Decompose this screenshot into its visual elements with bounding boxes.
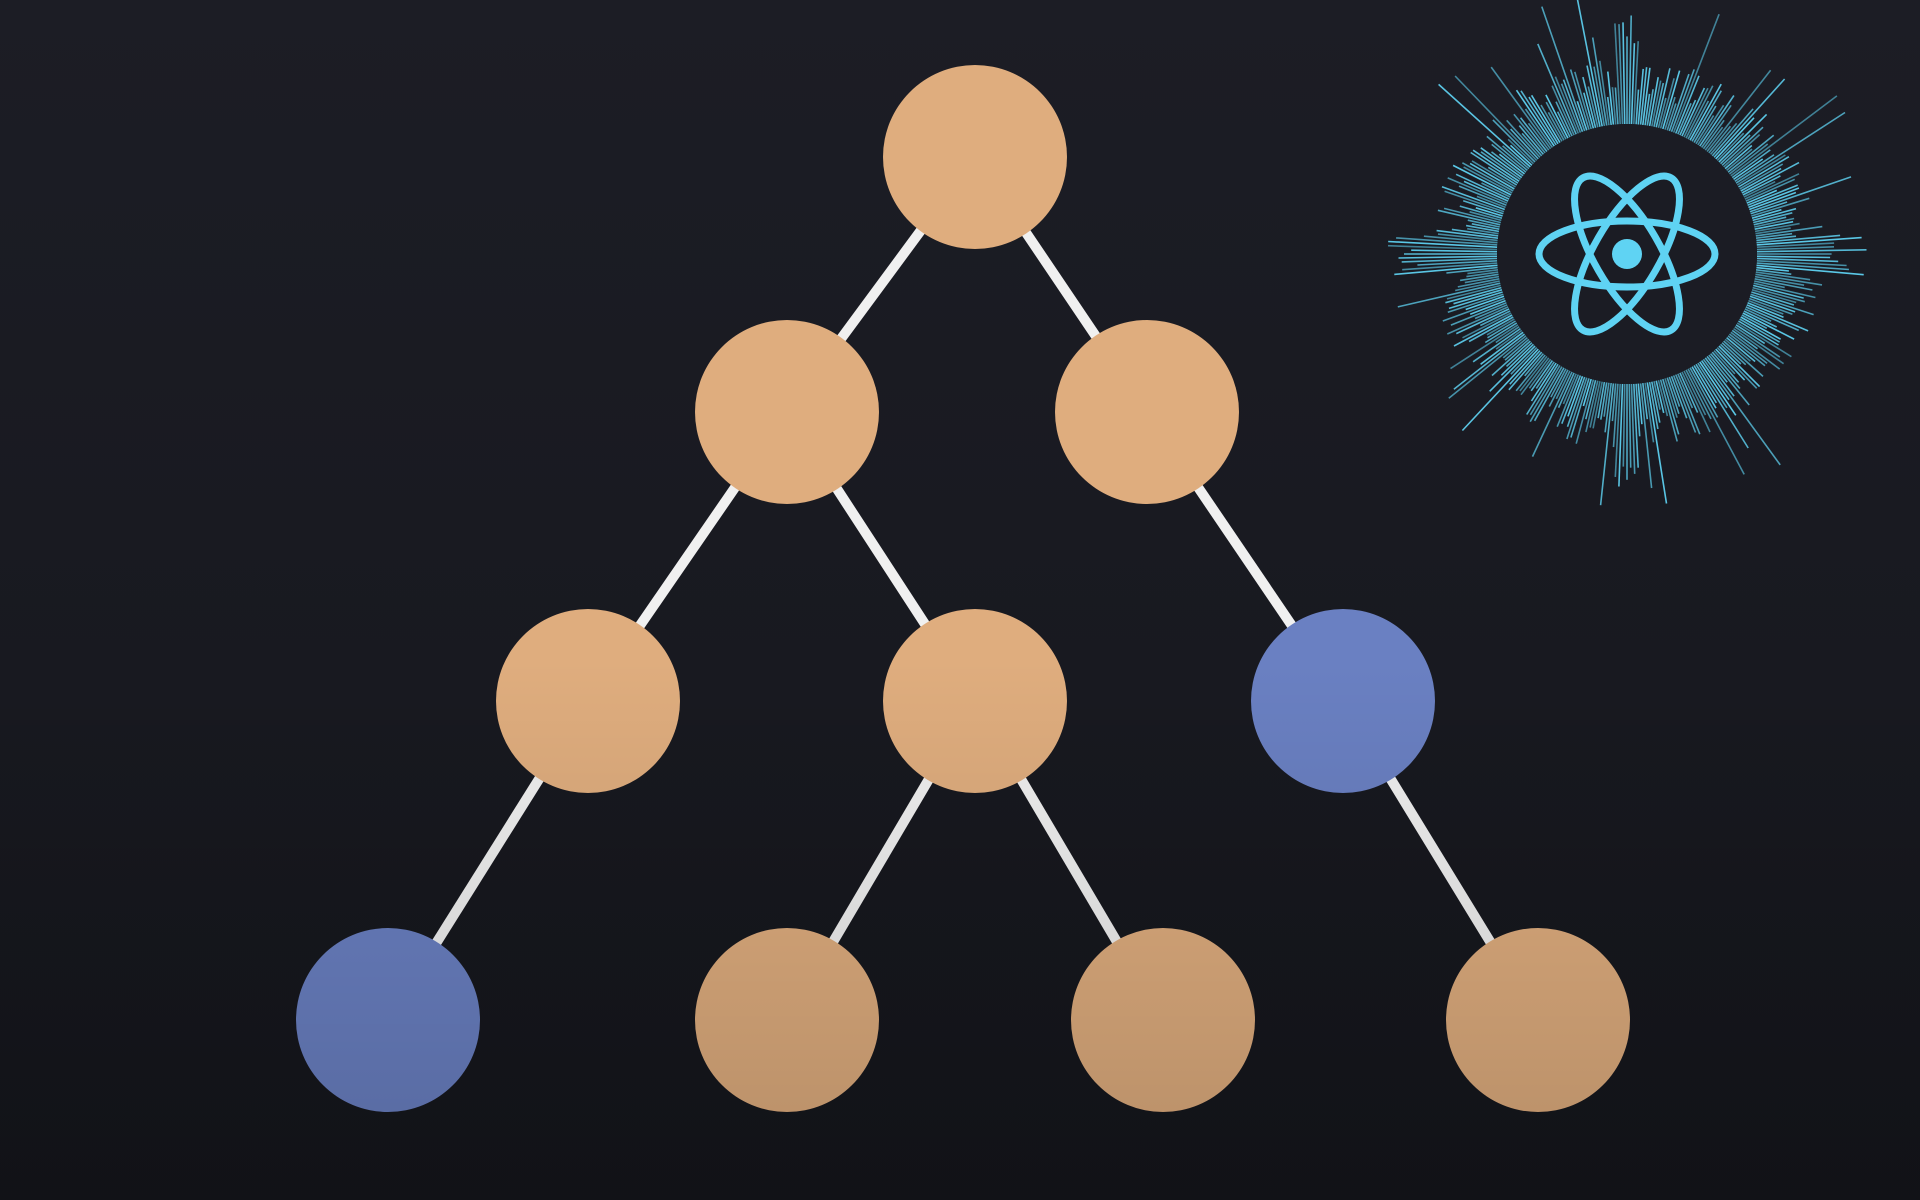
tree-node-right-right	[1251, 609, 1435, 793]
tree-node-left-right-right	[1071, 928, 1255, 1112]
tree-node-root	[883, 65, 1067, 249]
tree-node-right	[1055, 320, 1239, 504]
tree-node-left	[695, 320, 879, 504]
tree-node-right-right-right	[1446, 928, 1630, 1112]
tree-node-left-left-left	[296, 928, 480, 1112]
tree-node-left-right-left	[695, 928, 879, 1112]
react-atom-icon	[1535, 172, 1719, 336]
tree-node-left-right	[883, 609, 1067, 793]
audio-visualizer-spikes	[1387, 0, 1867, 506]
react-logo-visualizer	[1387, 0, 1867, 506]
tree-node-left-left	[496, 609, 680, 793]
